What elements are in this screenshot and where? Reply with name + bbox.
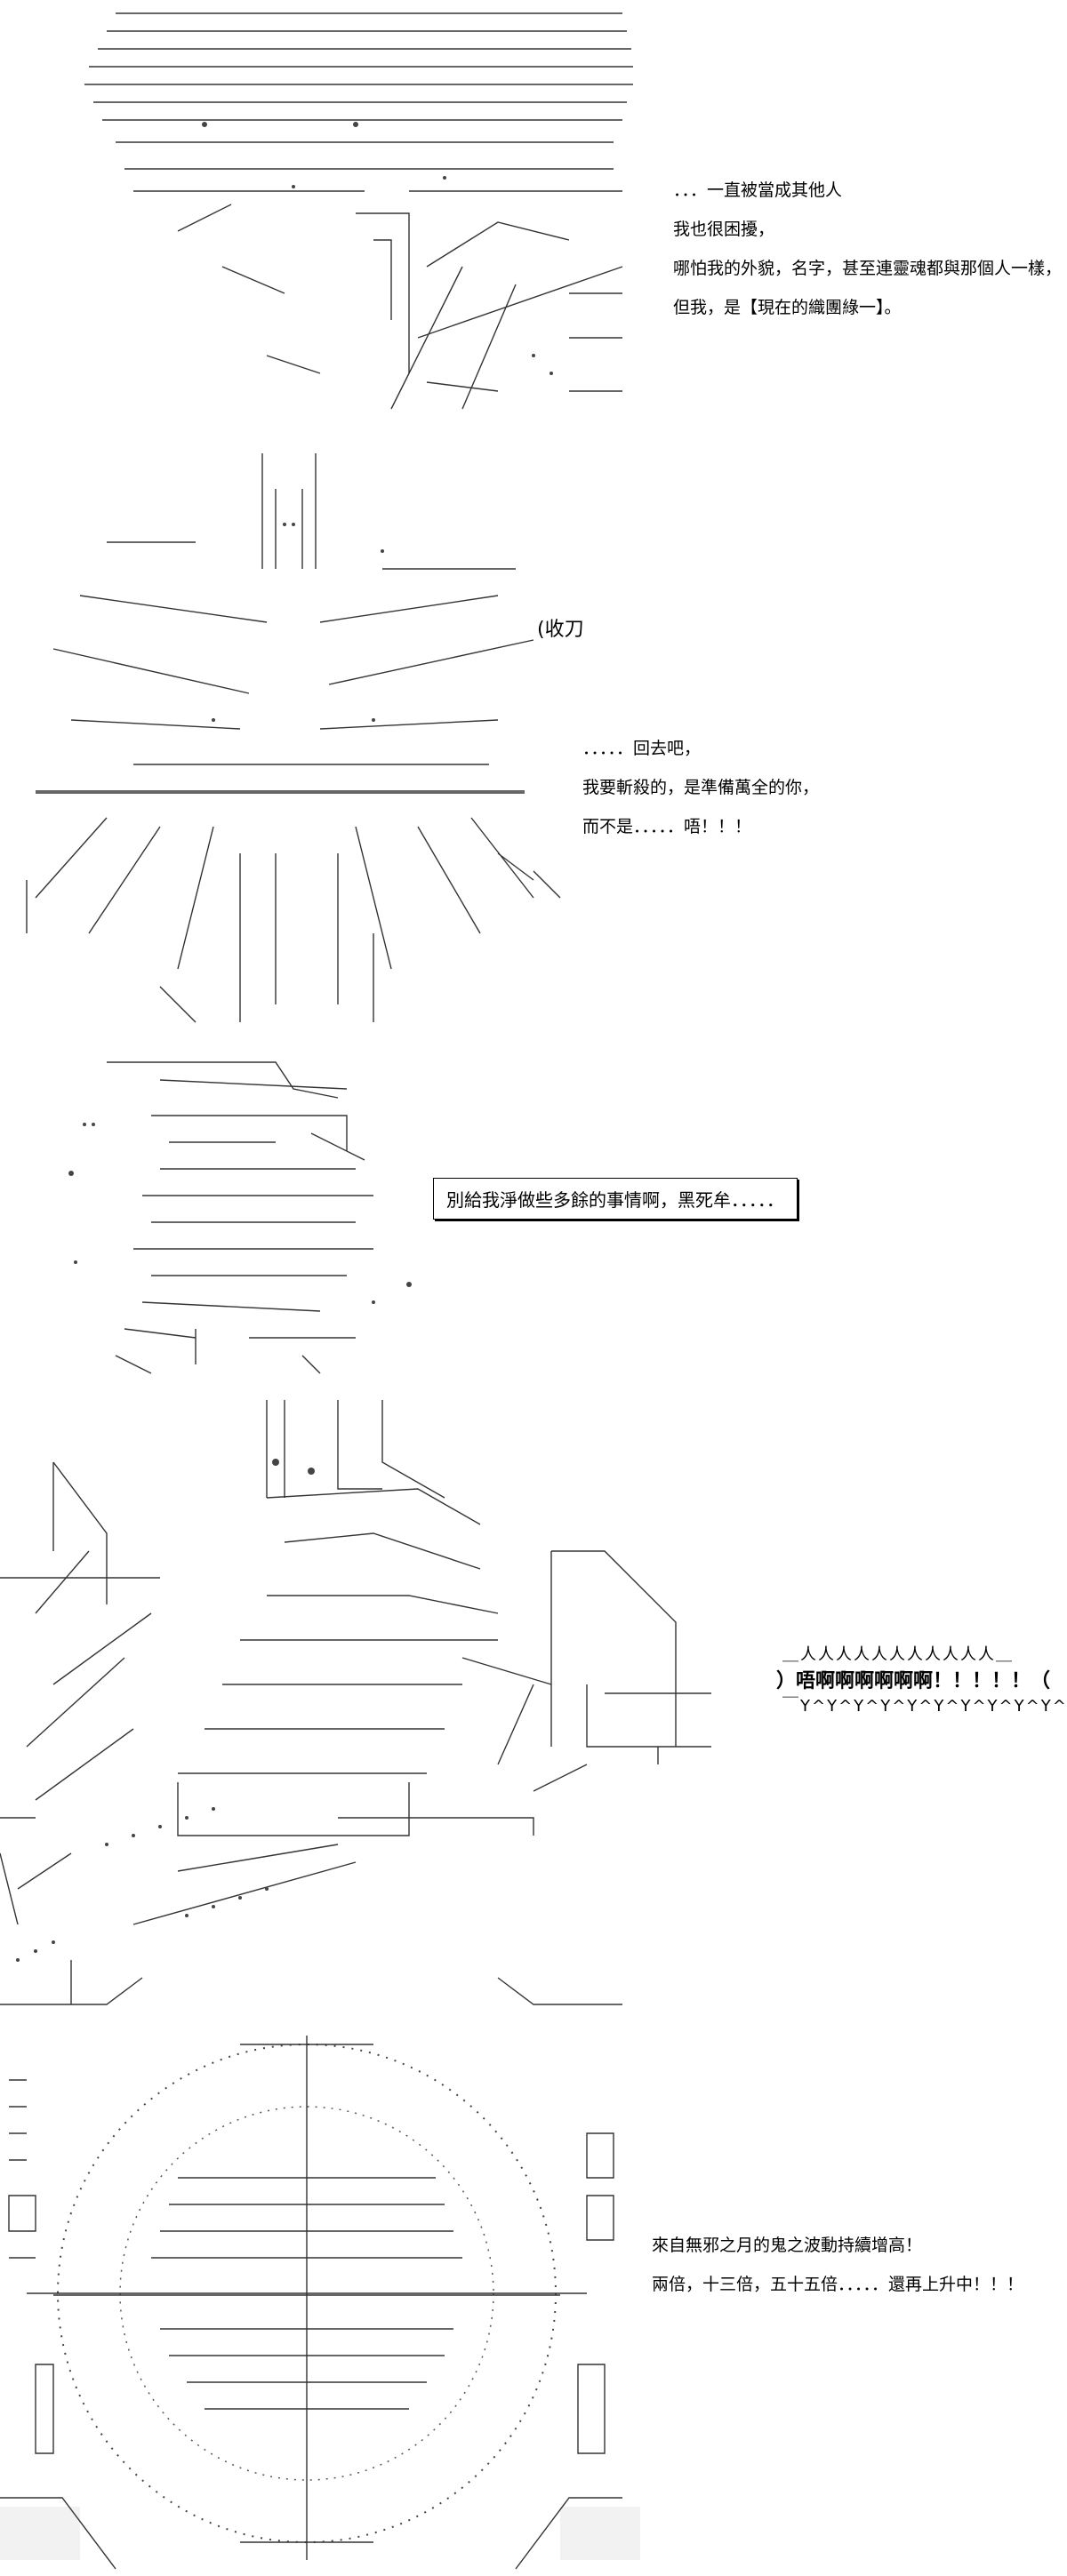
panel-2-dialogue: ．．．．．回去吧， 我要斬殺的，是準備萬全的你， 而不是．．．．．唔！！！ (582, 729, 819, 846)
dialogue-line: 我也很困擾， (673, 220, 775, 239)
dialogue-line: 我要斬殺的，是準備萬全的你， (582, 778, 820, 797)
panel-4-shout-top-border: ＿人人人人人人人人人人人＿ (782, 1645, 1014, 1664)
dialogue-line: 但我，是【現在的織團綠一】。 (673, 298, 902, 317)
dialogue-line: ．．．．．回去吧， (582, 739, 702, 758)
dialogue-line: 哪怕我的外貌，名字，甚至連靈魂都與那個人一樣， (673, 259, 1063, 278)
panel-4: ＿人人人人人人人人人人人＿ ）唔啊啊啊啊啊啊！！！！！（ ￣Y^Y^Y^Y^Y^… (0, 1391, 1067, 2022)
dialogue-line: ．．．一直被當成其他人 (673, 180, 843, 200)
panel-4-shout-bottom-border: ￣Y^Y^Y^Y^Y^Y^Y^Y^Y^Y^￣ (782, 1697, 1067, 1716)
dialogue-line: 兩倍，十三倍，五十五倍．．．．．還再上升中！！！ (652, 2275, 1024, 2294)
dialogue-line: 來自無邪之月的鬼之波動持續增高！ (652, 2236, 923, 2255)
panel-3: 別給我淨做些多餘的事情啊，黑死牟．．．．． (0, 1044, 1067, 1382)
panel-2-side-note: (收刀 (537, 619, 584, 641)
panel-1-dialogue: ．．．一直被當成其他人 我也很困擾， 哪怕我的外貌，名字，甚至連靈魂都與那個人一… (673, 171, 1062, 327)
panel-3-speech-box: 別給我淨做些多餘的事情啊，黑死牟．．．．． (433, 1178, 798, 1220)
panel-3-ascii-art (0, 1044, 427, 1382)
panel-4-ascii-art (0, 1391, 729, 2022)
panel-2: (收刀 ．．．．．回去吧， 我要斬殺的，是準備萬全的你， 而不是．．．．．唔！！… (0, 436, 1067, 1031)
panel-2-ascii-art (0, 436, 569, 1031)
panel-5: 來自無邪之月的鬼之波動持續增高！ 兩倍，十三倍，五十五倍．．．．．還再上升中！！… (0, 2027, 1067, 2576)
panel-1-ascii-art (0, 0, 640, 418)
panel-4-shout: ）唔啊啊啊啊啊啊！！！！！（ (776, 1670, 1051, 1692)
panel-5-ascii-art (0, 2027, 640, 2576)
panel-5-dialogue: 來自無邪之月的鬼之波動持續增高！ 兩倍，十三倍，五十五倍．．．．．還再上升中！！… (652, 2226, 1023, 2304)
dialogue-line: 而不是．．．．．唔！！！ (582, 817, 752, 836)
panel-1: ．．．一直被當成其他人 我也很困擾， 哪怕我的外貌，名字，甚至連靈魂都與那個人一… (0, 0, 1067, 418)
